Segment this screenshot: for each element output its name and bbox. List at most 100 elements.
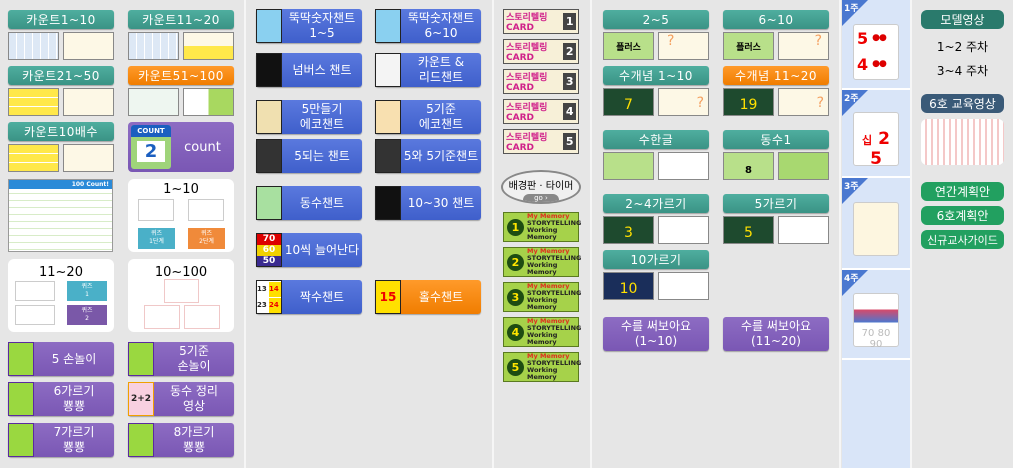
week-card[interactable]: 십 2 5 — [853, 112, 899, 169]
week-card[interactable]: 70 80 90 — [853, 293, 899, 350]
number-concept-11-20-button[interactable]: 수개념 11~20 — [723, 66, 829, 85]
split-2-4-button[interactable]: 2~4가르기 — [603, 194, 709, 213]
dongsu-1-button[interactable]: 동수1 — [723, 130, 829, 149]
make-5-echo-chant-button[interactable]: 5만들기 에코챈트 — [256, 100, 362, 134]
thumbnail[interactable]: 3 — [603, 216, 654, 244]
thumbnail[interactable] — [183, 32, 234, 60]
card-11-20[interactable]: 11~20 퀴즈 1 퀴즈 2 — [8, 259, 114, 332]
count-multiples-10-button[interactable]: 카운트10배수 — [8, 122, 114, 141]
10-30-chant-button[interactable]: 10~30 챈트 — [375, 186, 481, 220]
thumbnail[interactable]: 19 — [723, 88, 774, 116]
model-video-button[interactable]: 모델영상 — [921, 10, 1004, 29]
thumbnail[interactable]: 10 — [603, 272, 654, 300]
thumbnail[interactable] — [63, 32, 114, 60]
thumbnail[interactable]: 5 — [723, 216, 774, 244]
count-button[interactable]: COUNT 2 count — [128, 122, 234, 172]
thumbnail[interactable] — [778, 152, 829, 180]
quiz-1-button[interactable]: 퀴즈 1 — [67, 281, 107, 301]
week-3-4-link[interactable]: 3~4 주차 — [936, 64, 989, 78]
thumbnail[interactable] — [183, 88, 234, 116]
split-7-button[interactable]: 7가르기 뿅뿅 — [8, 423, 114, 457]
hundred-count-chart[interactable]: 100 Count! — [8, 179, 113, 252]
split-10-button[interactable]: 10가르기 — [603, 250, 709, 269]
thumbnail[interactable]: ? — [778, 32, 829, 60]
range-6-10-button[interactable]: 6~10 — [723, 10, 829, 29]
count-51-100-button[interactable]: 카운트51~100 — [128, 66, 234, 85]
dongsu-chant-button[interactable]: 동수챈트 — [256, 186, 362, 220]
thumbnail[interactable] — [658, 152, 709, 180]
thumbnail[interactable]: ? — [658, 32, 709, 60]
split-8-button[interactable]: 8가르기 뿅뿅 — [128, 423, 234, 457]
write-numbers-1-10-button[interactable]: 수를 써보아요 (1~10) — [603, 317, 709, 351]
thumbnail[interactable] — [15, 281, 55, 301]
thumbnail[interactable] — [8, 32, 59, 60]
thumbnail[interactable] — [63, 88, 114, 116]
thumbnail[interactable]: ? — [778, 88, 829, 116]
thumbnail[interactable] — [138, 199, 174, 221]
thumbnail[interactable]: 8 — [723, 152, 774, 180]
chant-1-5-button[interactable]: 뚝딱숫자챈트 1~5 — [256, 9, 362, 43]
week-1-panel[interactable]: 1주 5●● 4●● — [842, 0, 910, 90]
split-5-button[interactable]: 5가르기 — [723, 194, 829, 213]
increase-by-10-button[interactable]: 70 60 50 10씩 늘어난다 — [256, 233, 362, 267]
week-card[interactable] — [853, 202, 899, 256]
chant-6-10-button[interactable]: 뚝딱숫자챈트 6~10 — [375, 9, 481, 43]
split-6-button[interactable]: 6가르기 뿅뿅 — [8, 382, 114, 416]
board-timer-button[interactable]: 배경판 · 타이머 go › — [501, 170, 581, 204]
thumbnail[interactable] — [184, 305, 220, 329]
thumbnail[interactable] — [128, 88, 179, 116]
card-1-10[interactable]: 1~10 퀴즈 1단계 퀴즈 2단계 — [128, 179, 234, 252]
hand-play-5-button[interactable]: 5 손놀이 — [8, 342, 114, 376]
become-5-chant-button[interactable]: 5되는 챈트 — [256, 139, 362, 173]
edu-video-thumbnail[interactable] — [921, 119, 1004, 165]
count-21-50-button[interactable]: 카운트21~50 — [8, 66, 114, 85]
annual-plan-button[interactable]: 연간계획안 — [921, 182, 1004, 201]
thumbnail[interactable] — [128, 32, 179, 60]
thumbnail[interactable] — [658, 216, 709, 244]
thumbnail[interactable] — [15, 305, 55, 325]
thumbnail[interactable] — [164, 279, 199, 303]
range-2-5-button[interactable]: 2~5 — [603, 10, 709, 29]
thumbnail[interactable]: 7 — [603, 88, 654, 116]
5-and-base-5-chant-button[interactable]: 5와 5기준챈트 — [375, 139, 481, 173]
week-1-2-link[interactable]: 1~2 주차 — [936, 40, 989, 54]
thumbnail[interactable] — [188, 199, 224, 221]
thumbnail[interactable]: ? — [658, 88, 709, 116]
week-3-panel[interactable]: 3주 — [842, 178, 910, 270]
number-hangul-button[interactable]: 수한글 — [603, 130, 709, 149]
thumbnail[interactable]: 플러스 — [603, 32, 654, 60]
count-1-10-button[interactable]: 카운트1~10 — [8, 10, 114, 29]
count-11-20-button[interactable]: 카운트11~20 — [128, 10, 234, 29]
number-concept-1-10-button[interactable]: 수개념 1~10 — [603, 66, 709, 85]
thumbnail[interactable] — [8, 144, 59, 172]
week-4-panel[interactable]: 4주 70 80 90 — [842, 270, 910, 360]
thumbnail[interactable] — [778, 216, 829, 244]
plan-6-button[interactable]: 6호계획안 — [921, 206, 1004, 225]
numbers-chant-button[interactable]: 넘버스 챈트 — [256, 53, 362, 87]
count-read-chant-button[interactable]: 카운트 & 리드챈트 — [375, 53, 481, 87]
card-10-100[interactable]: 10~100 — [128, 259, 234, 332]
thumbnail[interactable]: 플러스 — [723, 32, 774, 60]
thumbnail[interactable] — [144, 305, 180, 329]
quiz-1-button[interactable]: 퀴즈 1단계 — [138, 228, 175, 249]
base-5-echo-chant-button[interactable]: 5기준 에코챈트 — [375, 100, 481, 134]
quiz-2-button[interactable]: 퀴즈 2 — [67, 305, 107, 325]
week-2-panel[interactable]: 2주 십 2 5 — [842, 90, 910, 178]
new-teacher-guide-button[interactable]: 신규교사가이드 — [921, 230, 1004, 249]
hand-play-5-base-button[interactable]: 5기준 손놀이 — [128, 342, 234, 376]
edu-video-button[interactable]: 6호 교육영상 — [921, 94, 1004, 113]
thumbnail[interactable] — [63, 144, 114, 172]
write-numbers-11-20-button[interactable]: 수를 써보아요 (11~20) — [723, 317, 829, 351]
